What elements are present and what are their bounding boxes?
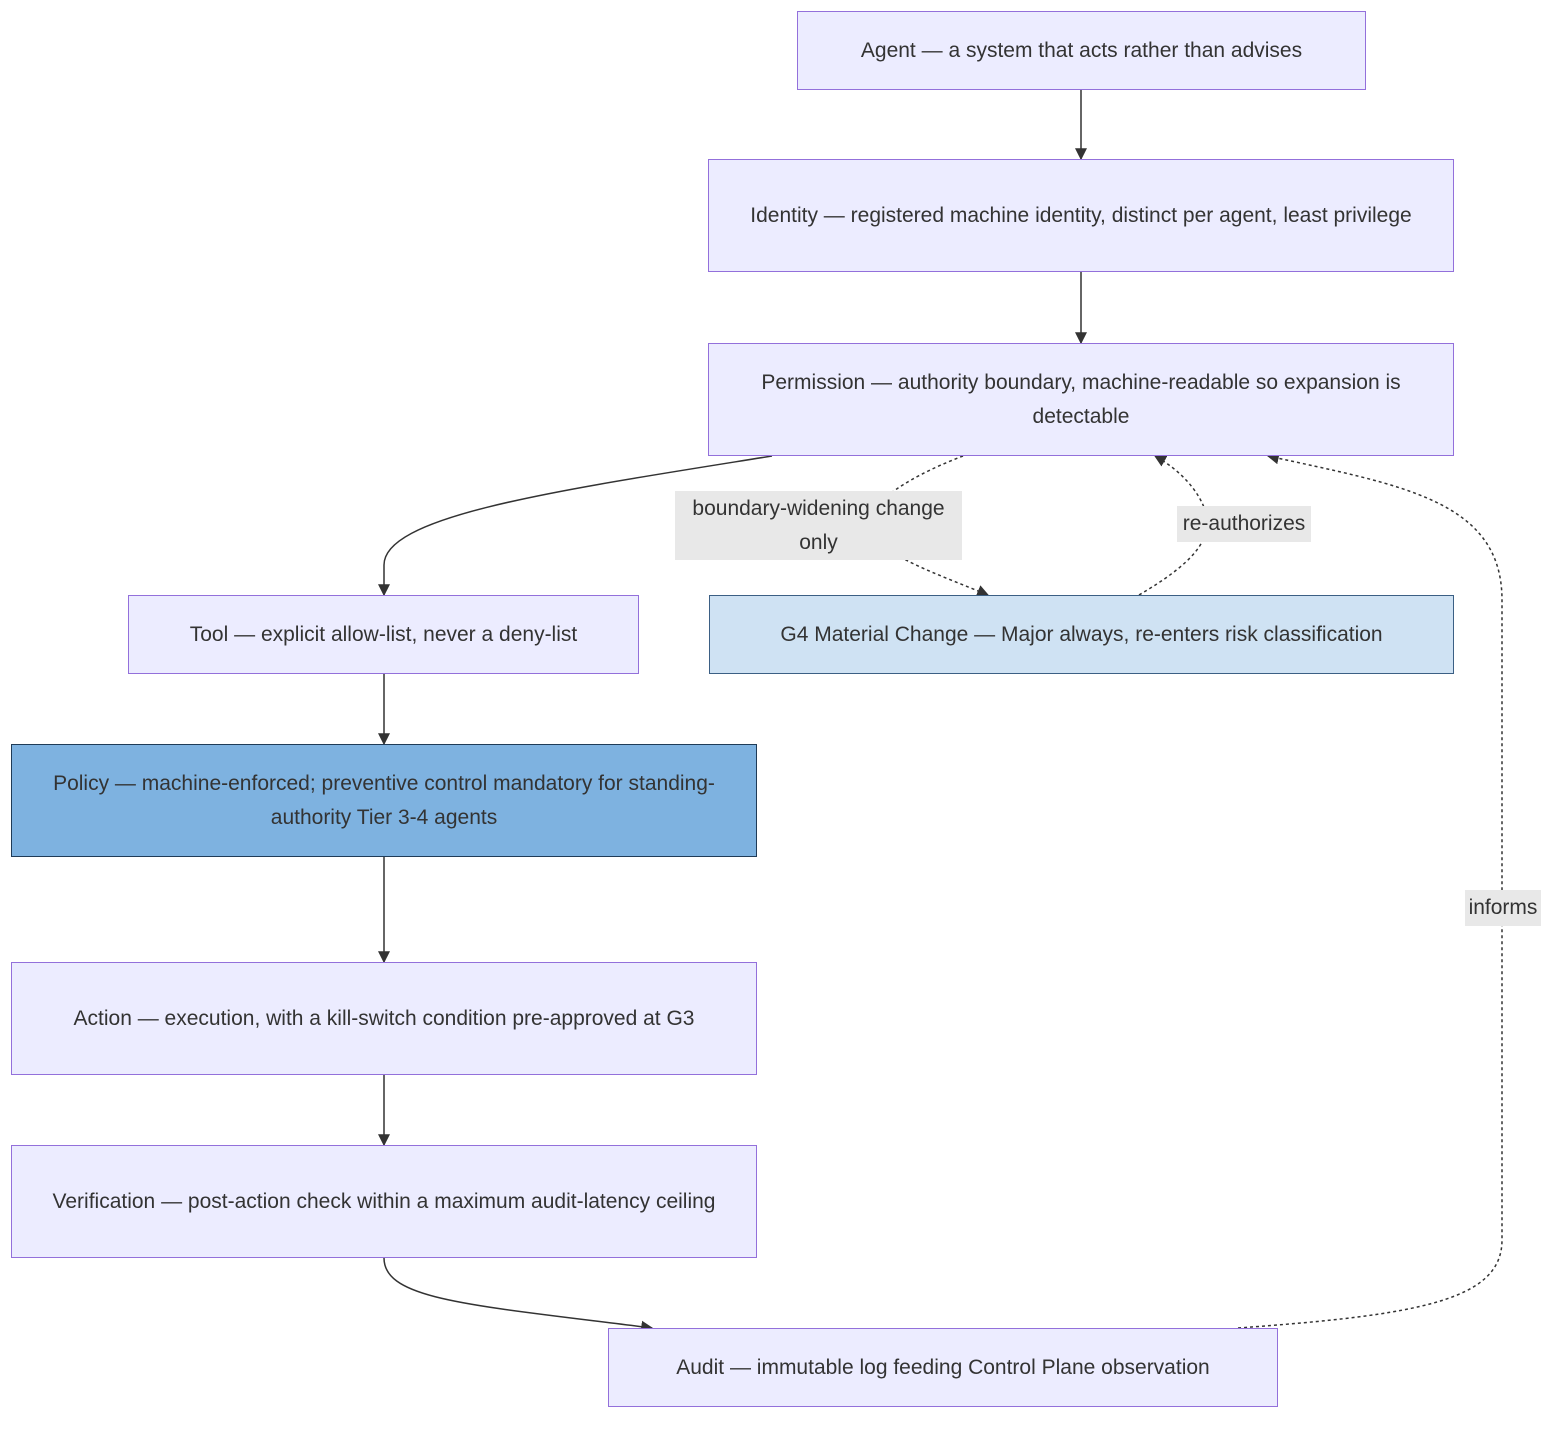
node-verification: Verification — post-action check within … [11,1145,757,1258]
edge-permission-tool [378,455,773,597]
node-agent: Agent — a system that acts rather than a… [797,11,1366,90]
node-identity: Identity — registered machine identity, … [708,159,1454,272]
node-action: Action — execution, with a kill-switch c… [11,962,757,1075]
node-permission: Permission — authority boundary, machine… [708,343,1454,456]
node-tool: Tool — explicit allow-list, never a deny… [128,595,639,674]
node-g4-material-change: G4 Material Change — Major always, re-en… [709,595,1454,674]
edge-audit-permission [1237,452,1503,1329]
node-audit: Audit — immutable log feeding Control Pl… [608,1328,1278,1407]
edge-g4-permission [1138,455,1208,596]
edge-label-informs: informs [1465,890,1541,926]
edge-label-re-authorizes: re-authorizes [1177,506,1311,542]
edge-verification-audit [383,1257,654,1333]
node-policy: Policy — machine-enforced; preventive co… [11,744,757,857]
edge-label-boundary-widening: boundary-widening change only [675,491,962,560]
